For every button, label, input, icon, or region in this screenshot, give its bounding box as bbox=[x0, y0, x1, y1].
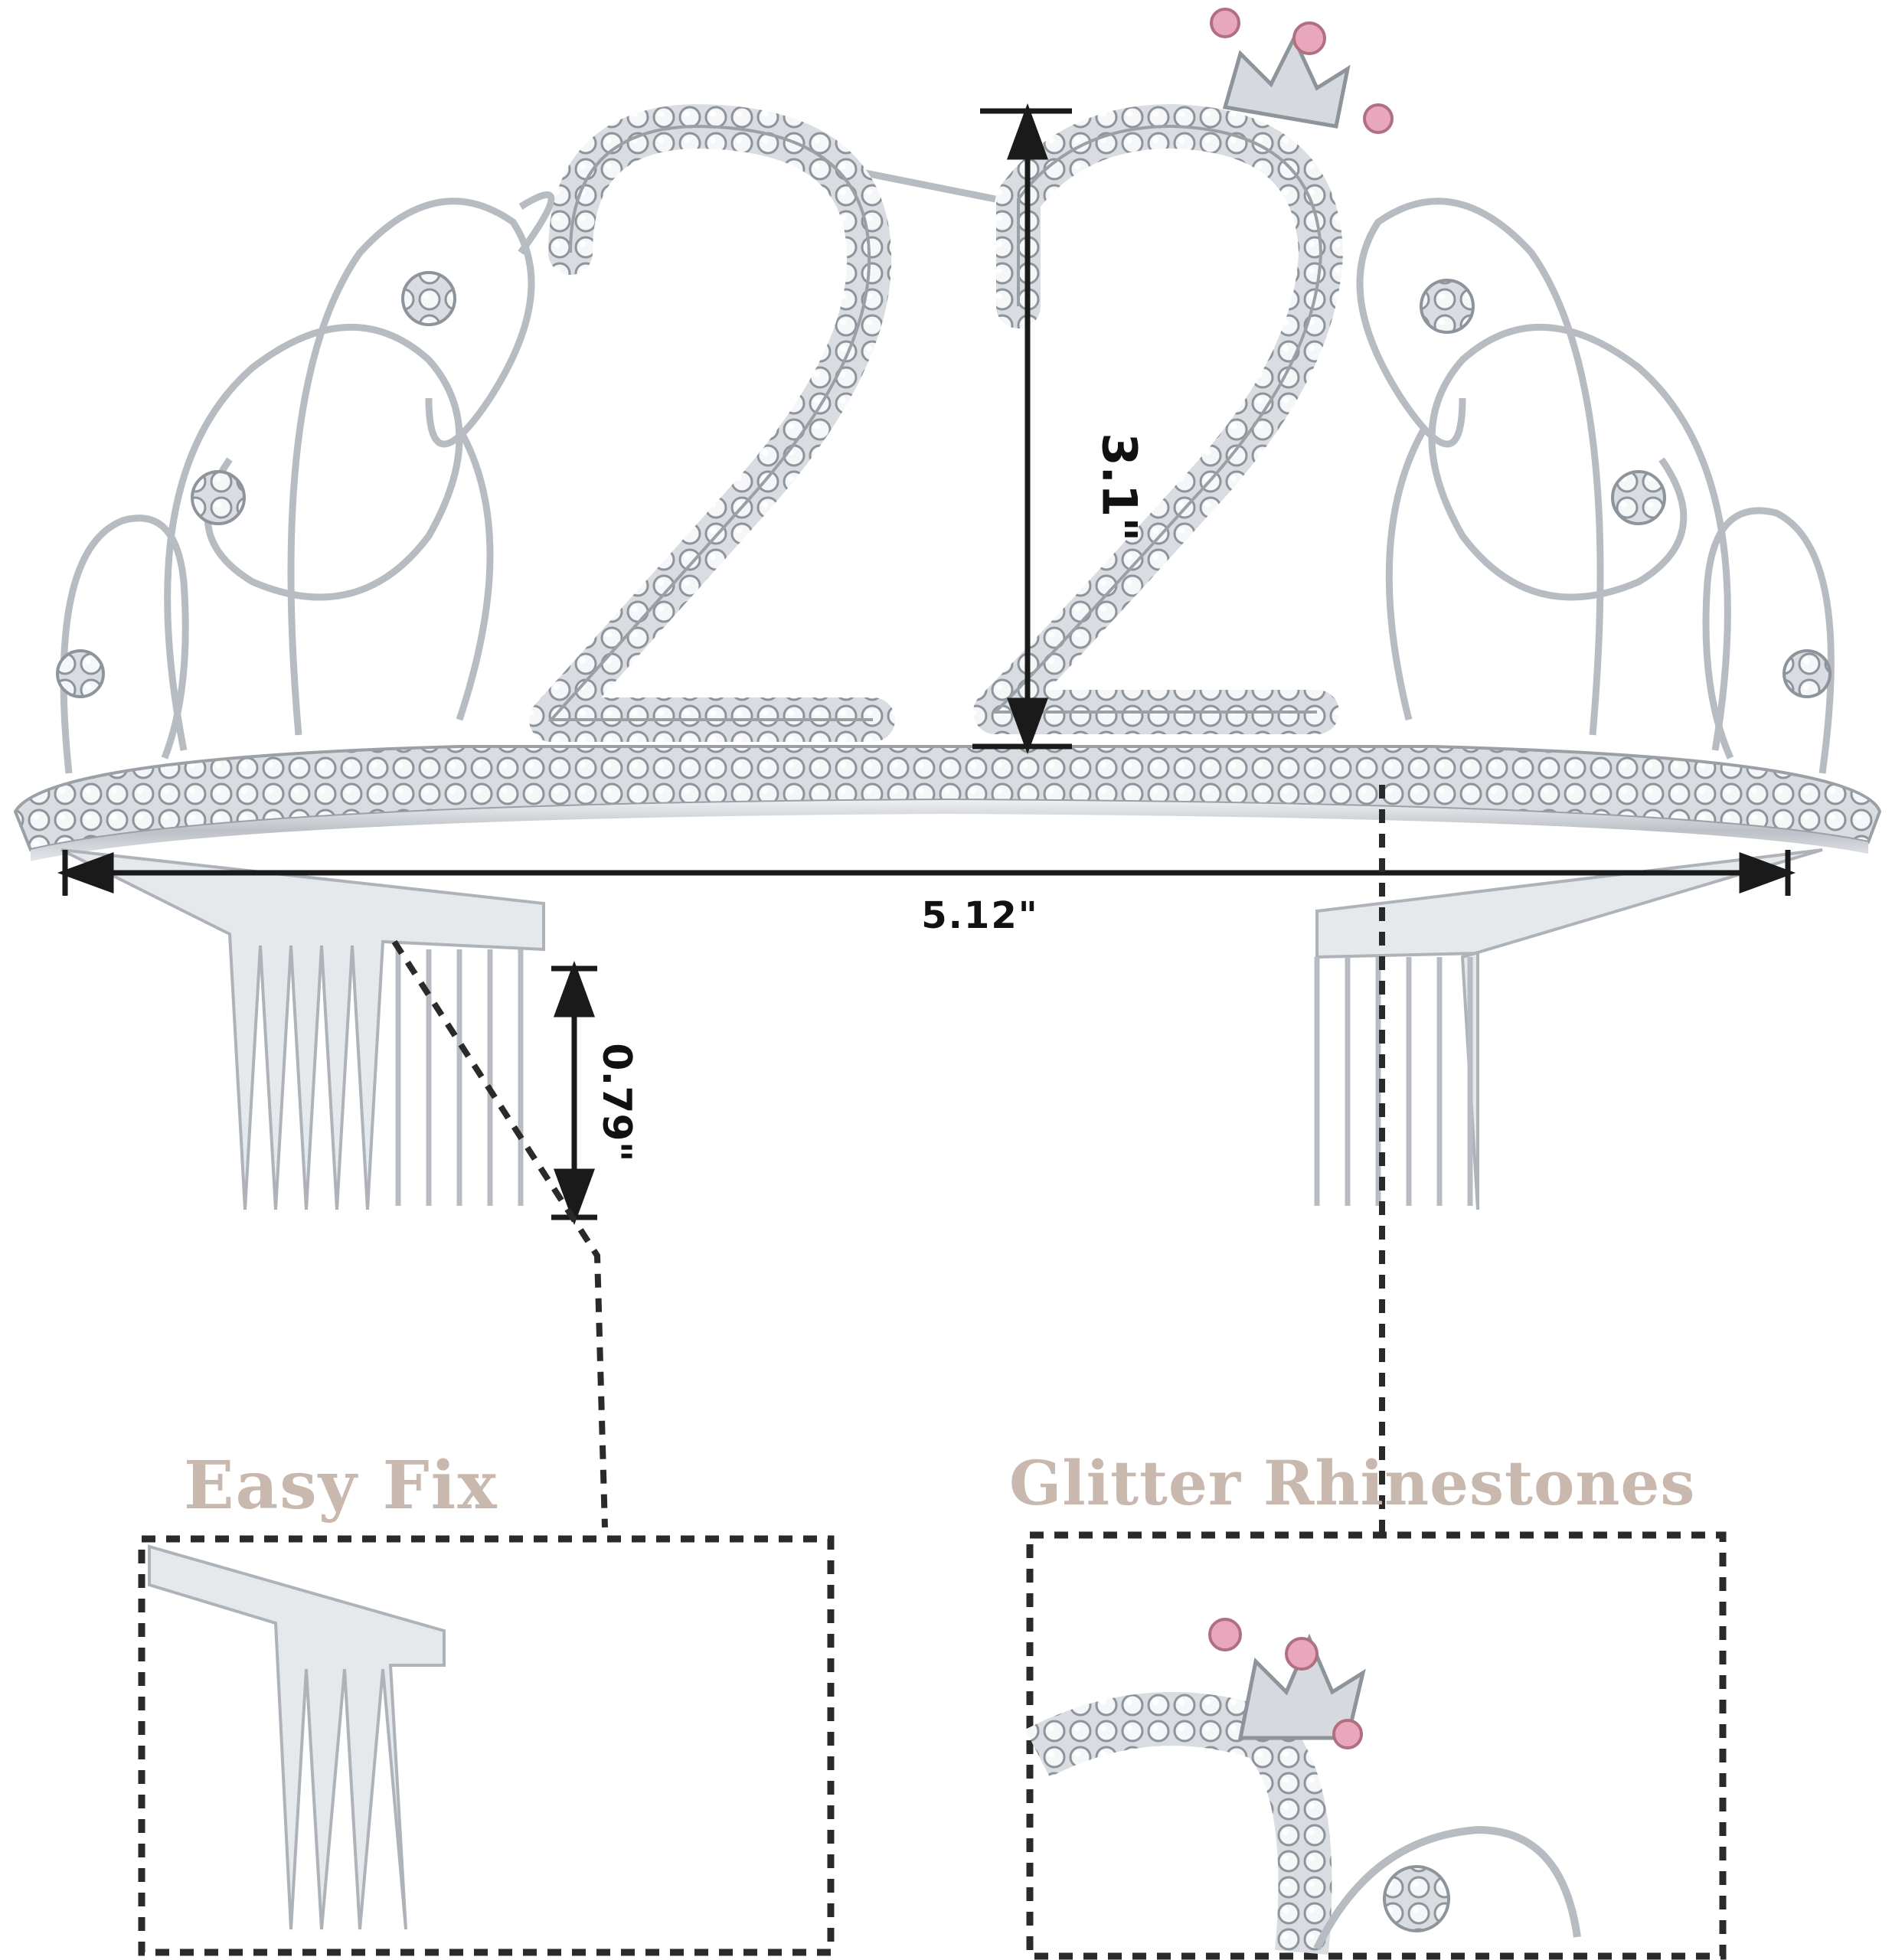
height-dimension bbox=[972, 103, 1072, 755]
comb-height-label: 0.79" bbox=[593, 1043, 639, 1162]
height-label: 3.1" bbox=[1091, 433, 1148, 542]
jewel-clusters bbox=[56, 271, 1832, 698]
number-22 bbox=[529, 104, 1343, 742]
number-22-outline bbox=[547, 124, 1323, 721]
metal-band bbox=[31, 800, 1868, 861]
width-dimension bbox=[57, 850, 1796, 896]
rhinestone-band bbox=[13, 745, 1882, 852]
width-label: 5.12" bbox=[921, 894, 1039, 937]
tiara bbox=[13, 8, 1882, 861]
swirl-wires-left bbox=[60, 165, 996, 774]
easy-fix-caption: Easy Fix bbox=[184, 1447, 498, 1524]
glitter-box bbox=[1024, 1531, 1727, 1960]
comb-dimension bbox=[551, 960, 597, 1226]
easy-fix-box bbox=[138, 1535, 835, 1956]
leader-lines bbox=[391, 785, 1385, 1535]
comb-left bbox=[60, 848, 545, 1210]
swirl-wires-right bbox=[1356, 198, 1835, 774]
pink-crown bbox=[1210, 8, 1394, 134]
comb-right bbox=[1314, 848, 1823, 1210]
glitter-caption: Glitter Rhinestones bbox=[1009, 1447, 1696, 1519]
